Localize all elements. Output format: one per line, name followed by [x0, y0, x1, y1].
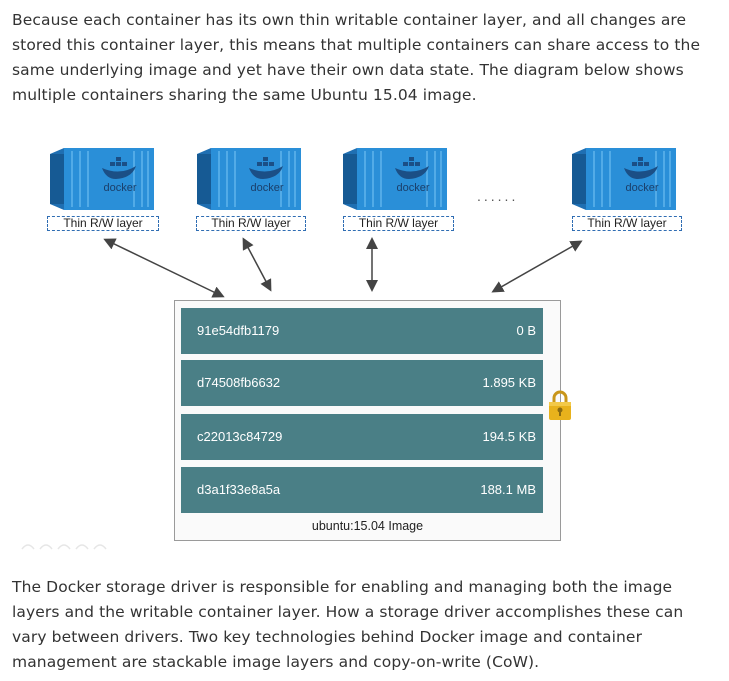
docker-logo-text: docker — [103, 182, 136, 194]
layer-id: 91e54dfb1179 — [197, 323, 280, 338]
arrow-icon — [242, 237, 272, 292]
arrow-icon — [491, 240, 583, 293]
lock-icon — [548, 388, 572, 422]
docker-logo-text: docker — [625, 182, 658, 194]
container-icon: docker — [197, 148, 301, 210]
intro-paragraph: Because each container has its own thin … — [12, 11, 701, 104]
ellipsis: ...... — [477, 188, 519, 204]
docker-logo-text: docker — [250, 182, 283, 194]
layer-size: 188.1 MB — [480, 482, 536, 497]
layer-id: d74508fb6632 — [197, 375, 281, 390]
container-icon: docker — [343, 148, 447, 210]
image-layer: c22013c84729 194.5 KB — [181, 414, 543, 460]
layer-size: 0 B — [516, 323, 536, 338]
docker-logo-text: docker — [396, 182, 429, 194]
image-layer: 91e54dfb1179 0 B — [181, 308, 543, 354]
rw-layer-label: Thin R/W layer — [572, 216, 682, 231]
layer-id: c22013c84729 — [197, 429, 283, 444]
arrow-icon — [103, 238, 225, 298]
layer-id: d3a1f33e8a5a — [197, 482, 281, 497]
container-icon: docker — [572, 148, 676, 210]
layer-size: 1.895 KB — [482, 375, 537, 390]
rw-layer-label: Thin R/W layer — [343, 216, 454, 231]
rw-layer-label: Thin R/W layer — [196, 216, 306, 231]
rw-layer-label: Thin R/W layer — [47, 216, 159, 231]
layer-size: 194.5 KB — [482, 429, 537, 444]
decorative-marks — [21, 544, 107, 550]
image-layer: d3a1f33e8a5a 188.1 MB — [181, 467, 543, 513]
container-icon: docker — [50, 148, 154, 210]
image-caption: ubuntu:15.04 Image — [311, 519, 424, 533]
image-layer: d74508fb6632 1.895 KB — [181, 360, 543, 406]
storage-driver-paragraph: The Docker storage driver is responsible… — [12, 578, 684, 671]
